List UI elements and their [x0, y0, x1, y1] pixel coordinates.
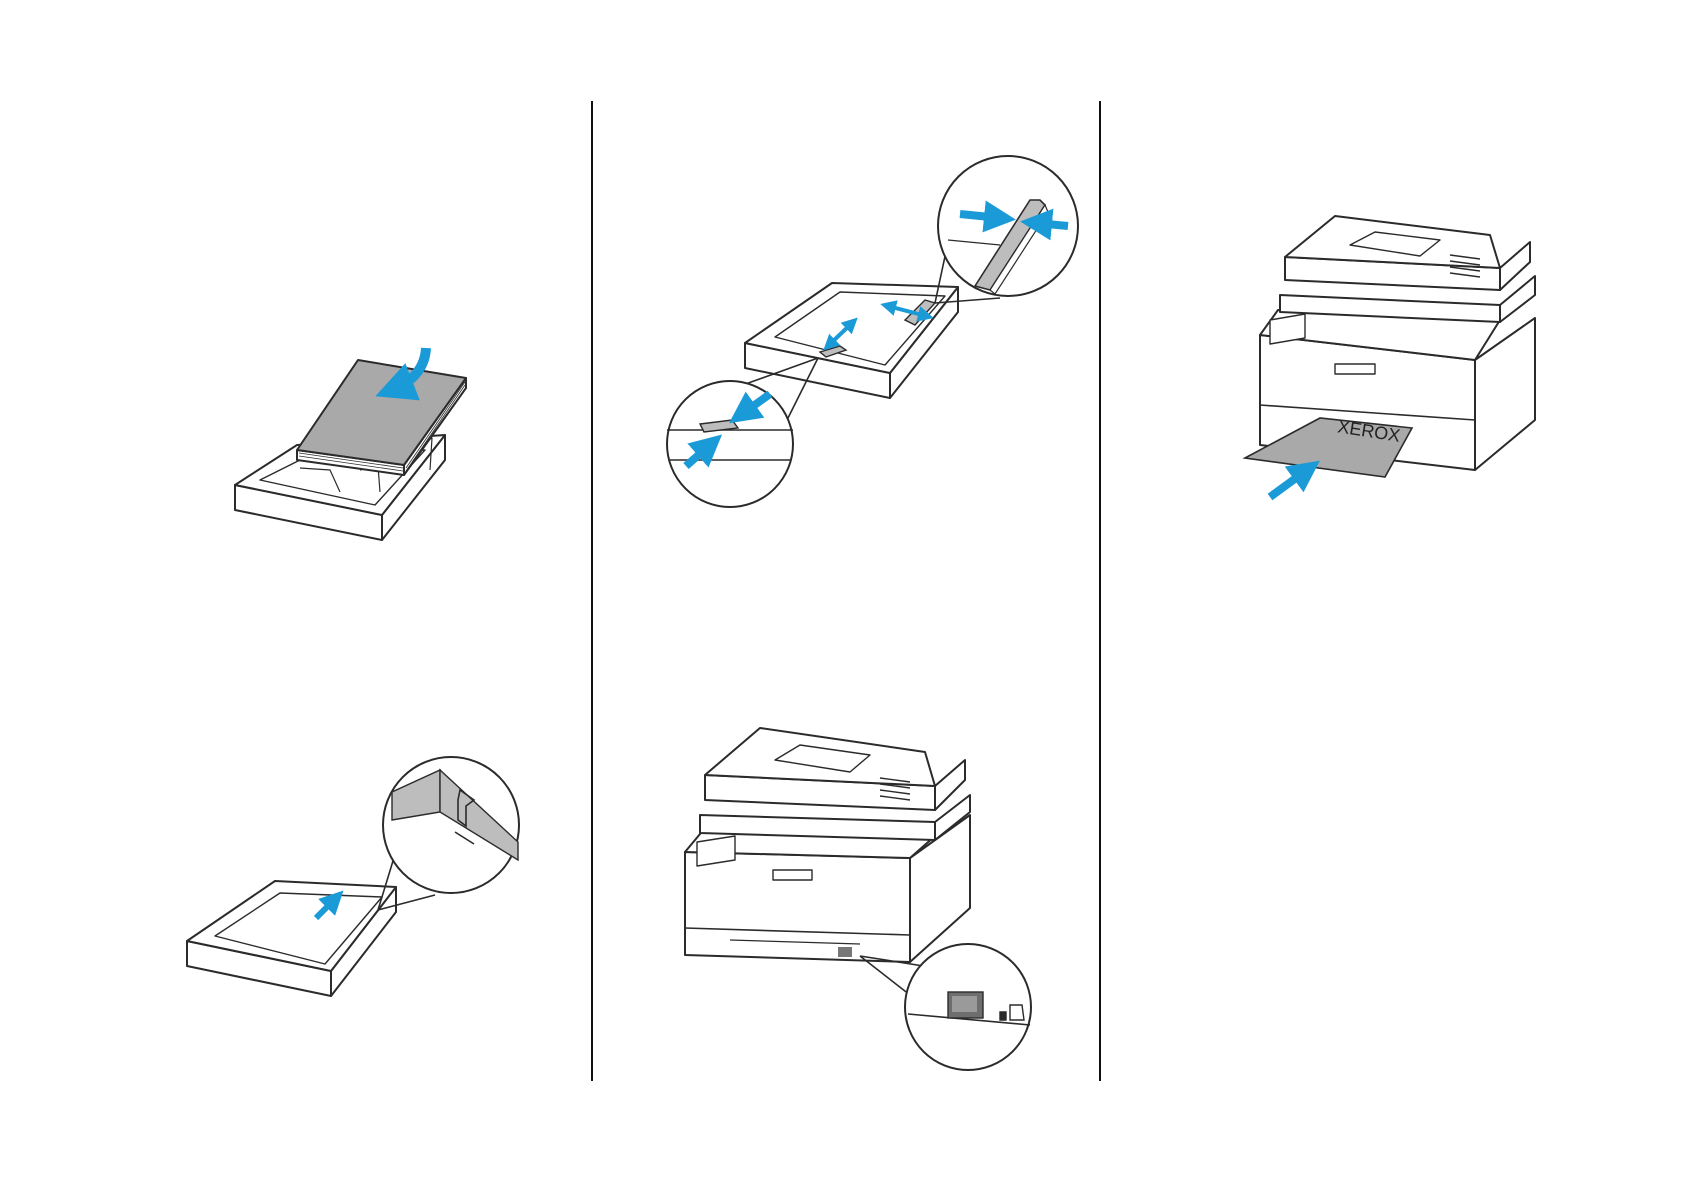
- paper-tray: [187, 881, 396, 996]
- adjust-paper-guides: [667, 156, 1078, 507]
- arrow-icon: [960, 214, 1000, 218]
- arrow-icon: [1270, 470, 1307, 497]
- insert-tray-into-printer: [685, 728, 1031, 1070]
- load-paper-into-tray: [235, 348, 466, 540]
- arrow-icon: [1036, 223, 1068, 226]
- paper-below-max-fill-indicator: [187, 757, 519, 996]
- manual-feeder-load: XEROX: [1245, 216, 1535, 497]
